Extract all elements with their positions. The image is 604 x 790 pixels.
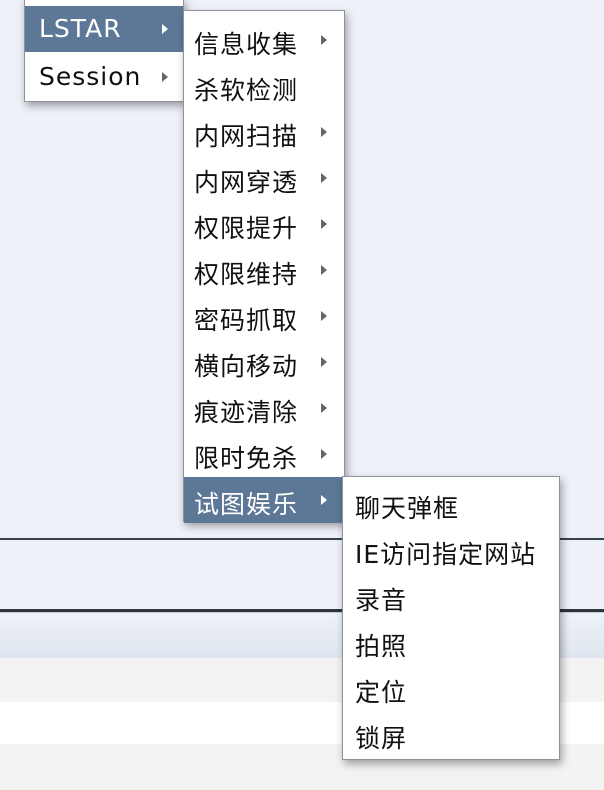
- menu-item-record-audio[interactable]: 录音: [343, 573, 559, 619]
- submenu-arrow-icon: [321, 219, 327, 229]
- menu-item-label: 信息收集: [194, 30, 299, 59]
- submenu-arrow-icon: [321, 357, 327, 367]
- menu-item-av-detection[interactable]: 杀软检测: [184, 63, 344, 109]
- menu-item-ie-visit-site[interactable]: IE访问指定网站: [343, 527, 559, 573]
- menu-item-label: 聊天弹框: [355, 494, 460, 523]
- submenu-arrow-icon: [321, 173, 327, 183]
- menu-item-label: 权限维持: [194, 260, 299, 289]
- menu-item-label: 权限提升: [194, 214, 299, 243]
- submenu-arrow-icon: [162, 72, 168, 82]
- window-divider: [0, 538, 604, 540]
- menu-item-lstar[interactable]: LSTAR: [25, 6, 183, 52]
- submenu-arrow-icon: [162, 24, 168, 34]
- menu-item-limited-av-bypass[interactable]: 限时免杀: [184, 431, 344, 477]
- menu-item-label: 定位: [355, 678, 408, 707]
- menu-item-label: 录音: [355, 586, 408, 615]
- menu-item-label: 密码抓取: [194, 306, 299, 335]
- submenu-arrow-icon: [321, 403, 327, 413]
- menu-item-label: 限时免杀: [194, 444, 299, 473]
- menu-item-label: 锁屏: [355, 724, 408, 753]
- submenu-arrow-icon: [321, 495, 327, 505]
- submenu-arrow-icon: [321, 311, 327, 321]
- menu-item-label: Session: [39, 62, 142, 91]
- menu-item-session[interactable]: Session: [25, 54, 183, 100]
- menu-item-label: 杀软检测: [194, 76, 299, 105]
- submenu-arrow-icon: [321, 127, 327, 137]
- menu-item-take-photo[interactable]: 拍照: [343, 619, 559, 665]
- context-menu-level2: 信息收集 杀软检测 内网扫描 内网穿透 权限提升 权限维持 密码抓取 横向移动 …: [183, 10, 345, 523]
- menu-item-password-dump[interactable]: 密码抓取: [184, 293, 344, 339]
- context-menu-level1: LSTAR Session: [24, 0, 184, 102]
- menu-item-label: 横向移动: [194, 352, 299, 381]
- menu-item-label: 内网穿透: [194, 168, 299, 197]
- menu-item-label: 试图娱乐: [194, 490, 299, 519]
- panel-divider: [0, 609, 604, 612]
- menu-item-privilege-escalation[interactable]: 权限提升: [184, 201, 344, 247]
- menu-item-persistence[interactable]: 权限维持: [184, 247, 344, 293]
- menu-item-intranet-scan[interactable]: 内网扫描: [184, 109, 344, 155]
- menu-item-entertainment[interactable]: 试图娱乐: [184, 477, 344, 523]
- menu-item-label: 内网扫描: [194, 122, 299, 151]
- submenu-arrow-icon: [321, 265, 327, 275]
- submenu-arrow-icon: [321, 449, 327, 459]
- menu-item-locate[interactable]: 定位: [343, 665, 559, 711]
- menu-item-label: 痕迹清除: [194, 398, 299, 427]
- menu-item-label: 拍照: [355, 632, 408, 661]
- menu-item-info-gathering[interactable]: 信息收集: [184, 17, 344, 63]
- menu-item-chat-popup[interactable]: 聊天弹框: [343, 481, 559, 527]
- menu-item-trace-cleanup[interactable]: 痕迹清除: [184, 385, 344, 431]
- menu-item-label: IE访问指定网站: [355, 540, 537, 569]
- context-menu-level3: 聊天弹框 IE访问指定网站 录音 拍照 定位 锁屏: [342, 476, 560, 760]
- menu-item-lateral-movement[interactable]: 横向移动: [184, 339, 344, 385]
- menu-item-lock-screen[interactable]: 锁屏: [343, 711, 559, 757]
- menu-item-label: LSTAR: [39, 14, 122, 43]
- menu-item-intranet-tunnel[interactable]: 内网穿透: [184, 155, 344, 201]
- submenu-arrow-icon: [321, 35, 327, 45]
